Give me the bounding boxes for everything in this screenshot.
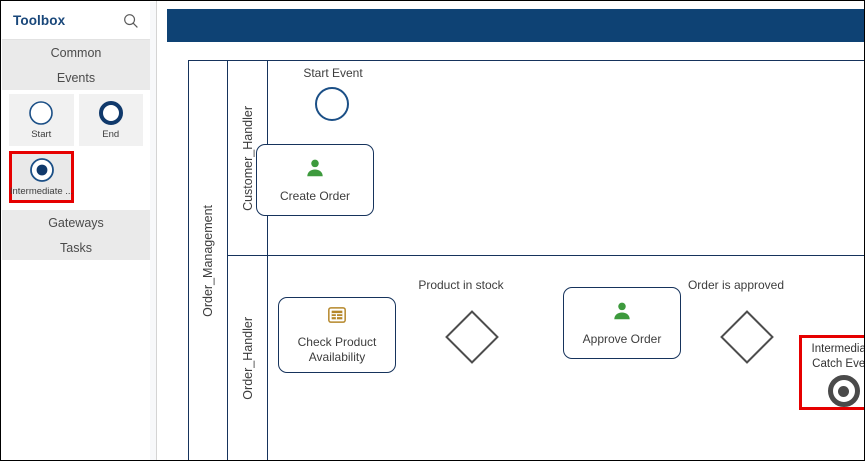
- intermediate-catch-event-dot: [838, 385, 849, 397]
- lane-container: Customer_Handler Start Event: [228, 61, 865, 460]
- palette-item-start-event[interactable]: Start: [9, 94, 74, 146]
- node-create-order-label: Create Order: [279, 188, 351, 203]
- lane-customer-handler[interactable]: Customer_Handler Start Event: [228, 61, 864, 256]
- palette-item-intermediate-event[interactable]: Intermediate ...: [9, 151, 74, 203]
- start-event-icon: [28, 100, 54, 126]
- intermediate-event-icon: [29, 157, 55, 183]
- toolbox-header: Toolbox: [2, 2, 150, 40]
- start-event-shape-icon: [315, 87, 349, 121]
- node-check-product-availability[interactable]: Check Product Availability: [278, 297, 396, 373]
- gateway-diamond-icon: [445, 310, 499, 364]
- events-palette-row-2: Intermediate ...: [2, 151, 150, 208]
- lane-order-handler-label-column: Order_Handler: [228, 256, 268, 460]
- app-header-bar: [167, 9, 864, 42]
- toolbox-empty-area: [2, 260, 150, 460]
- palette-item-intermediate-event-label: Intermediate ...: [9, 186, 74, 197]
- toolbox-title: Toolbox: [13, 13, 66, 28]
- main-area: Order_Management Customer_Handler Start …: [157, 2, 865, 460]
- user-icon: [304, 157, 326, 184]
- panel-divider: [156, 1, 157, 460]
- toolbox-group-gateways[interactable]: Gateways: [2, 210, 150, 235]
- palette-item-end-event[interactable]: End: [78, 94, 143, 146]
- palette-item-end-event-label: End: [102, 129, 120, 140]
- diagram-canvas[interactable]: Order_Management Customer_Handler Start …: [157, 49, 865, 460]
- events-palette: Start End: [2, 90, 150, 210]
- toolbox-group-common-label: Common: [50, 45, 102, 60]
- pool-order-management[interactable]: Order_Management Customer_Handler Start …: [188, 60, 865, 460]
- node-check-product-availability-label: Check Product Availability: [297, 335, 377, 364]
- toolbox-panel: Toolbox Common Events: [2, 2, 150, 460]
- pool-label-column: Order_Management: [189, 61, 228, 460]
- end-event-icon: [98, 100, 124, 126]
- node-intermediate-catch-event-label-line1: Intermediate: [811, 343, 864, 355]
- events-palette-row-1: Start End: [2, 94, 150, 151]
- toolbox-group-common[interactable]: Common: [2, 40, 150, 65]
- lane-order-handler-label: Order_Handler: [240, 316, 255, 400]
- node-product-in-stock-caption: Product in stock: [418, 278, 504, 292]
- panel-gap: [150, 2, 156, 460]
- node-intermediate-catch-event[interactable]: Intermediate Catch Event: [799, 335, 865, 410]
- toolbox-group-gateways-label: Gateways: [48, 215, 104, 230]
- toolbox-group-tasks[interactable]: Tasks: [2, 235, 150, 260]
- pool-label: Order_Management: [201, 204, 215, 317]
- toolbox-group-events[interactable]: Events: [2, 65, 150, 90]
- lane-order-handler[interactable]: Order_Handler: [228, 256, 865, 460]
- toolbox-group-events-label: Events: [56, 70, 96, 85]
- palette-item-start-event-label: Start: [31, 129, 52, 140]
- node-start-event-caption: Start Event: [303, 66, 363, 80]
- node-approve-order-label: Approve Order: [582, 331, 662, 346]
- search-icon[interactable]: [123, 13, 139, 29]
- table-icon: [327, 305, 347, 330]
- lane-customer-handler-label: Customer_Handler: [240, 105, 255, 211]
- intermediate-catch-event-icon: [827, 375, 860, 407]
- toolbox-group-tasks-label: Tasks: [60, 240, 92, 255]
- node-intermediate-catch-event-label-line2: Catch Event: [812, 358, 865, 370]
- node-approve-order[interactable]: Approve Order: [563, 287, 681, 359]
- gateway-diamond-icon: [720, 310, 774, 364]
- user-icon: [611, 300, 633, 327]
- node-order-is-approved-caption: Order is approved: [687, 278, 785, 292]
- node-create-order[interactable]: Create Order: [256, 144, 374, 216]
